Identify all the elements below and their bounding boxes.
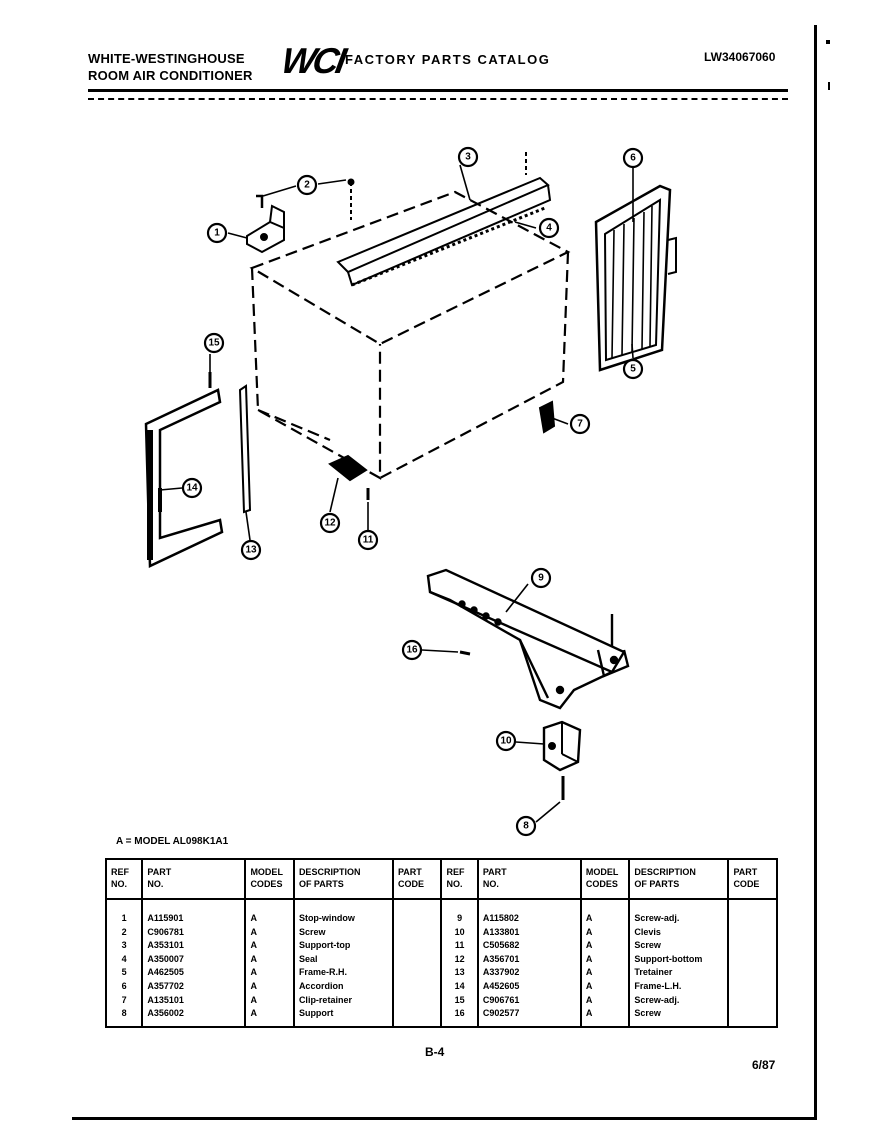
svg-text:14: 14 [186, 483, 198, 494]
table-row: 1 2 3 4 5 6 7 8 A115901 C906781 A353101 … [104, 899, 777, 1027]
callout-8: 8 [515, 815, 537, 837]
screw-16 [459, 650, 471, 656]
callout-9: 9 [530, 567, 552, 589]
scan-mark [828, 82, 830, 90]
catalog-title: FACTORY PARTS CATALOG [345, 52, 551, 67]
clevis [542, 720, 582, 800]
right-ref-numbers: 9 10 11 12 13 14 15 16 [440, 899, 478, 1027]
leader-lines [159, 164, 634, 823]
right-model-codes: A A A A A A A A [579, 899, 630, 1027]
header-part-no: PART NO. [476, 859, 581, 900]
left-model-codes: A A A A A A A A [244, 899, 294, 1027]
left-part-numbers: A115901 C906781 A353101 A350007 A462505 … [141, 899, 246, 1027]
svg-text:8: 8 [523, 821, 529, 832]
clip-retainer [538, 400, 556, 434]
svg-text:4: 4 [546, 223, 552, 234]
parts-table: REF NO. PART NO. MODEL CODES DESCRIPTION… [104, 858, 778, 1028]
right-part-codes [727, 899, 777, 1027]
cabinet-outline [249, 190, 571, 480]
top-support-rail [336, 152, 552, 287]
svg-text:11: 11 [363, 535, 374, 546]
catalog-number: LW34067060 [704, 50, 776, 64]
callout-3: 3 [457, 146, 479, 168]
callout-10: 10 [495, 730, 517, 752]
svg-text:5: 5 [630, 364, 636, 375]
left-part-codes [391, 899, 442, 1027]
left-descriptions: Stop-window Screw Support-top Seal Frame… [292, 899, 393, 1027]
header-part-code: PART CODE [727, 859, 777, 900]
window-stop-bracket [246, 178, 355, 254]
bottom-support [426, 568, 630, 710]
brand-line-1: WHITE-WESTINGHOUSE [88, 51, 245, 66]
svg-text:9: 9 [538, 573, 544, 584]
svg-text:7: 7 [577, 419, 583, 430]
seal-strip [238, 384, 252, 514]
svg-text:15: 15 [208, 338, 220, 349]
callout-7: 7 [569, 413, 591, 435]
svg-text:3: 3 [465, 152, 471, 163]
header-part-no: PART NO. [141, 859, 246, 900]
header-description: DESCRIPTION OF PARTS [628, 859, 729, 900]
header-model-codes: MODEL CODES [244, 859, 294, 900]
svg-text:2: 2 [304, 180, 310, 191]
svg-text:16: 16 [406, 645, 418, 656]
callout-15: 15 [203, 332, 225, 354]
right-part-numbers: A115802 A133801 C505682 A356701 A337902 … [476, 899, 581, 1027]
header-part-code: PART CODE [391, 859, 442, 900]
brand-header: WHITE-WESTINGHOUSE ROOM AIR CONDITIONER [88, 50, 253, 84]
header-ref-no: REF NO. [104, 859, 143, 900]
callout-4: 4 [538, 217, 560, 239]
callout-2: 2 [296, 174, 318, 196]
callout-5: 5 [622, 358, 644, 380]
svg-text:10: 10 [500, 736, 512, 747]
header-model-codes: MODEL CODES [579, 859, 630, 900]
page-number: B-4 [425, 1045, 445, 1059]
scan-mark [826, 40, 830, 44]
table-header-row: REF NO. PART NO. MODEL CODES DESCRIPTION… [104, 859, 777, 900]
callout-16: 16 [401, 639, 423, 661]
callout-12: 12 [319, 512, 341, 534]
brand-line-2: ROOM AIR CONDITIONER [88, 68, 253, 83]
left-ref-numbers: 1 2 3 4 5 6 7 8 [104, 899, 143, 1027]
svg-text:6: 6 [630, 153, 636, 164]
bottom-bracket [328, 454, 370, 500]
right-descriptions: Screw-adj. Clevis Screw Support-bottom T… [628, 899, 729, 1027]
left-frame [144, 388, 224, 568]
svg-text:1: 1 [214, 228, 220, 239]
callout-13: 13 [240, 539, 262, 561]
page-frame [72, 25, 817, 1120]
svg-text:13: 13 [245, 545, 257, 556]
svg-text:12: 12 [324, 518, 336, 529]
right-accordion-frame [594, 184, 677, 372]
callout-14: 14 [181, 477, 203, 499]
model-line: A = MODEL AL098K1A1 [116, 836, 229, 847]
catalog-date: 6/87 [752, 1058, 776, 1072]
callout-6: 6 [622, 147, 644, 169]
header-description: DESCRIPTION OF PARTS [292, 859, 393, 900]
header-rule [88, 89, 788, 100]
callout-11: 11 [357, 529, 379, 551]
header-ref-no: REF NO. [440, 859, 478, 900]
callout-1: 1 [206, 222, 228, 244]
